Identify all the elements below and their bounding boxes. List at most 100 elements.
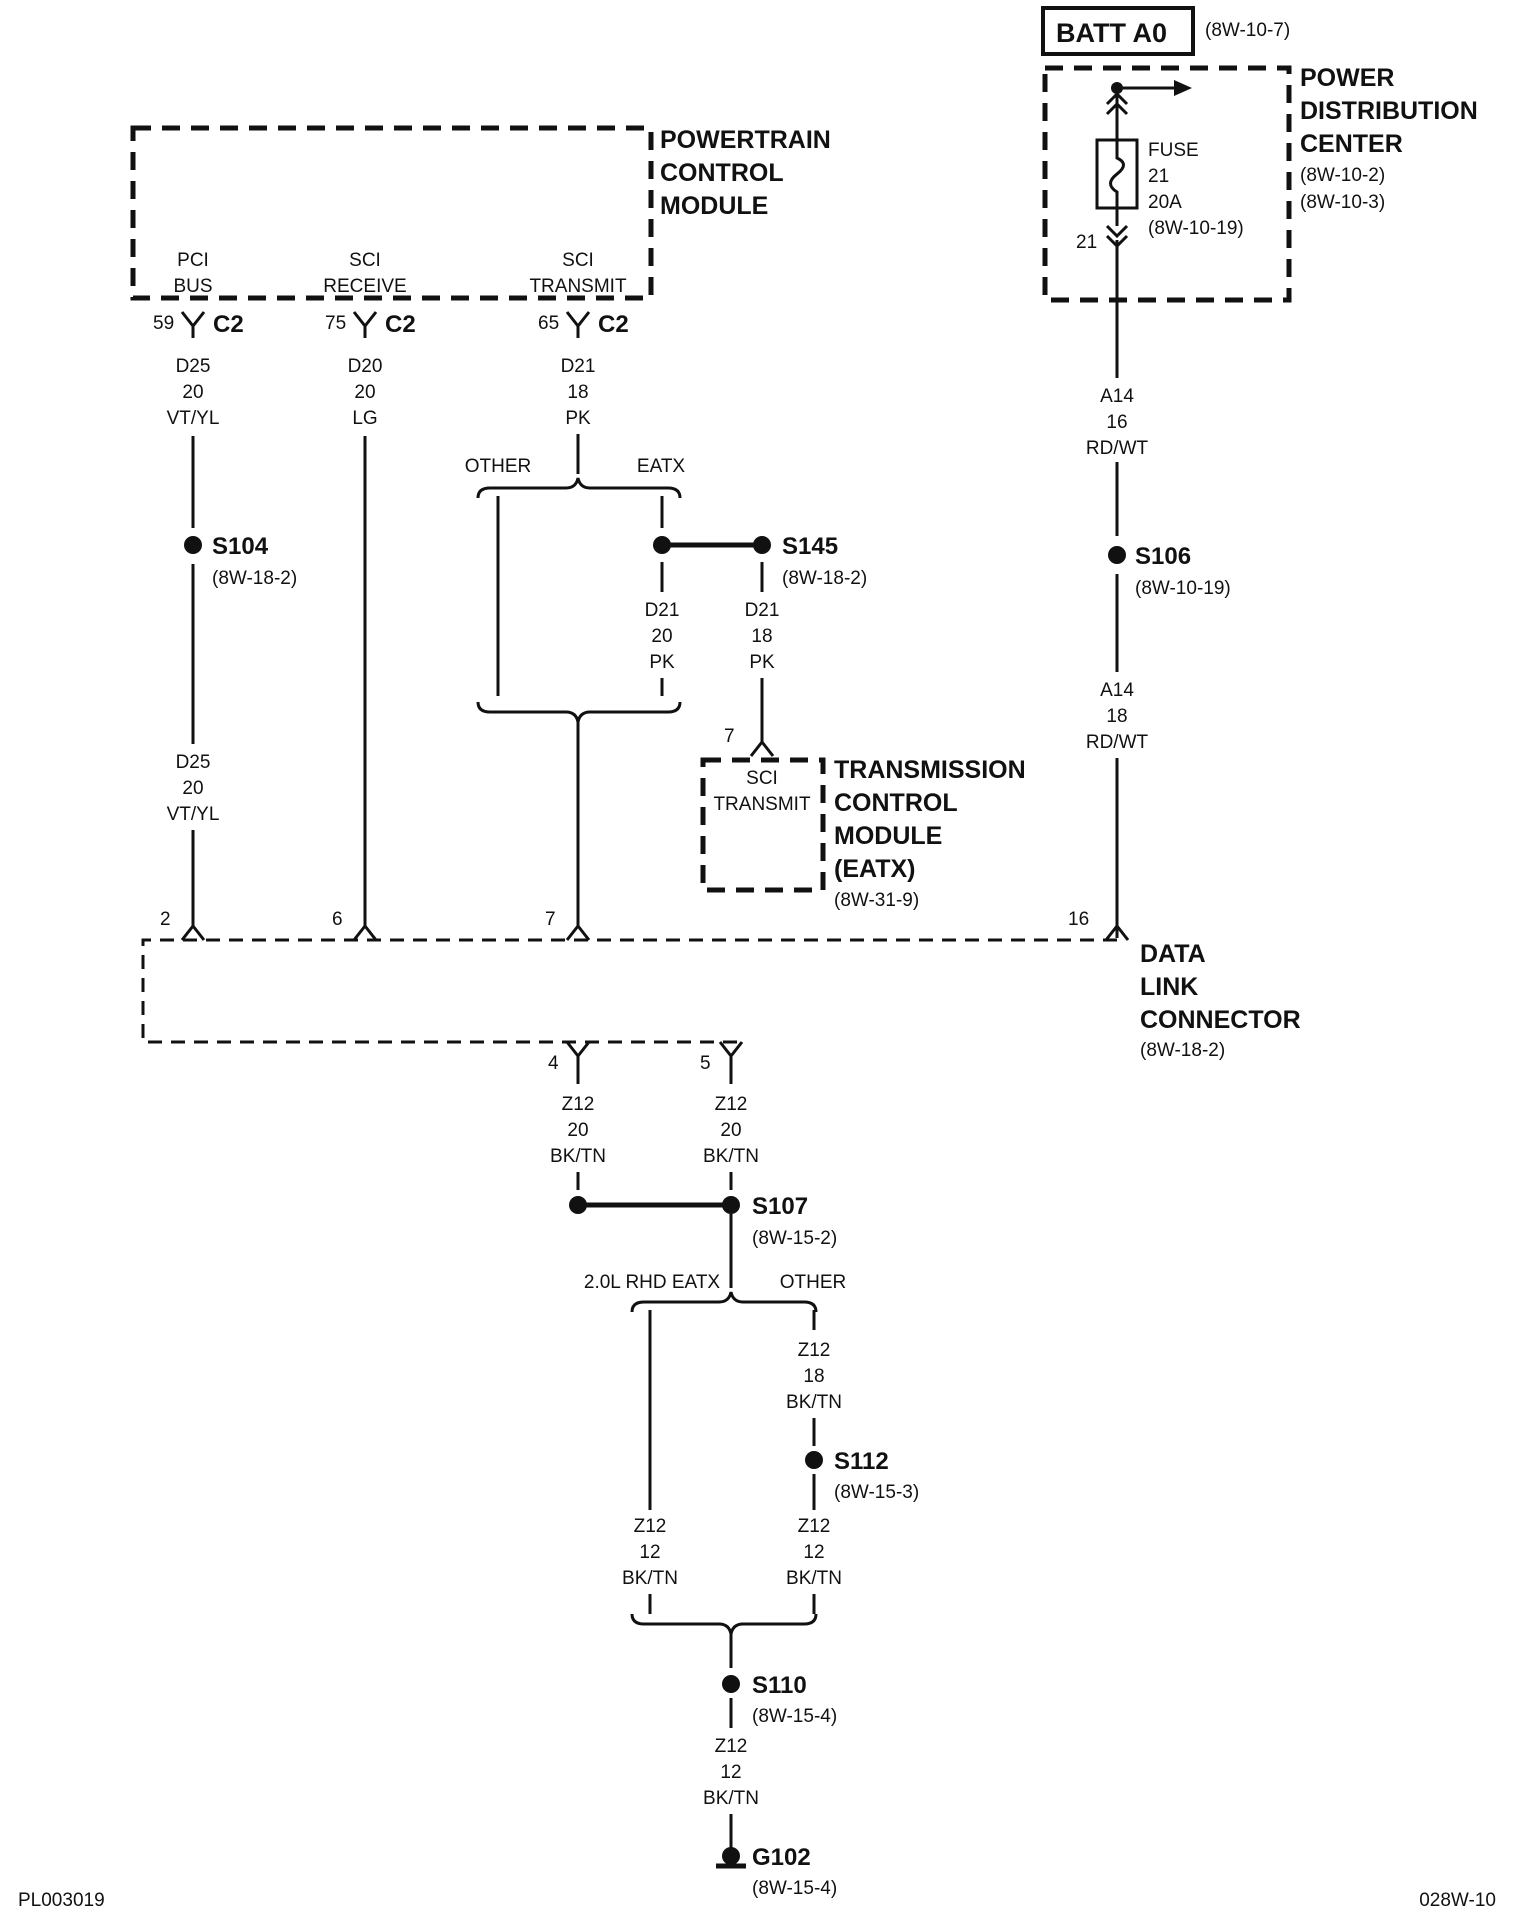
splice-s106-dot [1108,546,1126,564]
branch-bracket-ground-bottom [630,1613,818,1635]
splice-s106-name: S106 [1135,543,1191,570]
pdc-boundary [1042,65,1292,303]
dlc-title-3: CONNECTOR [1140,1006,1301,1034]
wire-z12-other-color: BK/TN [786,1392,842,1413]
pcm-title-1: POWERTRAIN [660,126,831,154]
footer-right-code: 028W-10 [1419,1890,1496,1911]
ground-g102-ref: (8W-15-4) [752,1878,837,1899]
dlc-pin-4: 4 [548,1053,559,1074]
splice-s110-name: S110 [752,1672,807,1699]
splice-s112-name: S112 [834,1448,889,1475]
fuse-label-1: FUSE [1148,140,1199,161]
pdc-title-3: CENTER [1300,130,1403,158]
wire-z12-s112-color: BK/TN [786,1568,842,1589]
wire-a14-bot-gauge: 18 [1106,706,1127,727]
wire-z12-rhd-circuit: Z12 [634,1516,667,1537]
wire-z12-left-circuit: Z12 [562,1094,595,1115]
wire-z12-right-color: BK/TN [703,1146,759,1167]
pcm-pin-scirx-label-1: SCI [349,250,381,271]
branch-bracket-top [476,477,682,499]
ground-g102-dot [722,1847,740,1865]
dlc-title-2: LINK [1140,973,1198,1001]
tcm-pin-label-1: SCI [746,768,778,789]
pcm-pin-pci-label-2: BUS [173,276,212,297]
pcm-pin-scirx-label-2: RECEIVE [323,276,406,297]
wire-z12-right-circuit: Z12 [715,1094,748,1115]
tcm-pin-label-2: TRANSMIT [713,794,811,815]
splice-s145-dot [753,536,771,554]
tcm-boundary [700,757,826,893]
wire-d25-top-circuit: D25 [176,356,211,377]
pcm-pin-75-num: 75 [325,313,346,334]
wire-z12-rhd-color: BK/TN [622,1568,678,1589]
batt-a0-box [1041,6,1195,56]
wire-z12-ground-circuit: Z12 [715,1736,748,1757]
footer-left-code: PL003019 [18,1890,105,1911]
fuse-label-2: 21 [1148,166,1169,187]
pcm-pin-65-conn: C2 [598,311,629,338]
dlc-pin-6: 6 [332,909,343,930]
splice-s110-dot [722,1675,740,1693]
dlc-pin-5: 5 [700,1053,711,1074]
tcm-title-1: TRANSMISSION [834,756,1026,784]
wire-d21-mid-color: PK [649,652,675,673]
splice-s104-ref: (8W-18-2) [212,568,297,589]
pdc-ref-2: (8W-10-3) [1300,192,1385,213]
bus-arrow-icon [1174,80,1192,96]
wire-z12-ground-color: BK/TN [703,1788,759,1809]
wire-z12-ground-gauge: 12 [720,1762,741,1783]
pcm-pin-scitx-label-2: TRANSMIT [529,276,627,297]
ground-g102-name: G102 [752,1844,811,1871]
wire-z12-left-gauge: 20 [567,1120,588,1141]
pcm-title-2: CONTROL [660,159,784,187]
tcm-title-3: MODULE [834,822,942,850]
wire-a14-bot-circuit: A14 [1100,680,1134,701]
dlc-boundary [141,938,1117,1044]
pcm-pin-pci-label-1: PCI [177,250,209,271]
dlc-ref: (8W-18-2) [1140,1040,1225,1061]
splice-s104-dot [184,536,202,554]
wire-a14-top-circuit: A14 [1100,386,1134,407]
wire-d21-mid-circuit: D21 [645,600,680,621]
dlc-pin-7: 7 [545,909,556,930]
tcm-ref: (8W-31-9) [834,890,919,911]
batt-a0-ref: (8W-10-7) [1205,20,1290,41]
branch-bracket-ground-top [630,1291,818,1313]
pdc-cavity-num: 21 [1076,232,1097,253]
wire-d25-bot-color: VT/YL [167,804,220,825]
wire-d20-circuit: D20 [348,356,383,377]
wire-a14-bot-color: RD/WT [1086,732,1149,753]
splice-s112-ref: (8W-15-3) [834,1482,919,1503]
wire-d21-mid-gauge: 20 [651,626,672,647]
dlc-pin-2: 2 [160,909,171,930]
pdc-title-2: DISTRIBUTION [1300,97,1478,125]
splice-s107-name: S107 [752,1193,808,1220]
branch-rhd-label: 2.0L RHD EATX [584,1272,721,1293]
splice-s110-ref: (8W-15-4) [752,1706,837,1727]
wire-z12-rhd-gauge: 12 [639,1542,660,1563]
batt-a0-label: BATT A0 [1056,18,1167,48]
wire-d20-color: LG [352,408,377,429]
pdc-ref-1: (8W-10-2) [1300,165,1385,186]
tcm-pin-num: 7 [724,726,735,747]
wire-d20-gauge: 20 [354,382,375,403]
pcm-boundary [130,125,654,301]
wire-d21-tcm-color: PK [749,652,775,673]
wire-d25-bot-gauge: 20 [182,778,203,799]
pcm-pin-scitx-label-1: SCI [562,250,594,271]
pcm-pin-65-num: 65 [538,313,559,334]
wire-d21-tcm-circuit: D21 [745,600,780,621]
fuse-element-icon [1109,140,1125,208]
splice-s107-dot [722,1196,740,1214]
wire-d21-top-circuit: D21 [561,356,596,377]
wire-d25-bot-circuit: D25 [176,752,211,773]
pcm-pin-75-conn: C2 [385,311,416,338]
wire-d25-top-gauge: 20 [182,382,203,403]
splice-s104-name: S104 [212,533,269,560]
wire-d21-top-gauge: 18 [567,382,588,403]
dlc-title-1: DATA [1140,940,1206,968]
wire-z12-s112-gauge: 12 [803,1542,824,1563]
wire-z12-left-color: BK/TN [550,1146,606,1167]
branch-eatx-label: EATX [637,456,686,477]
